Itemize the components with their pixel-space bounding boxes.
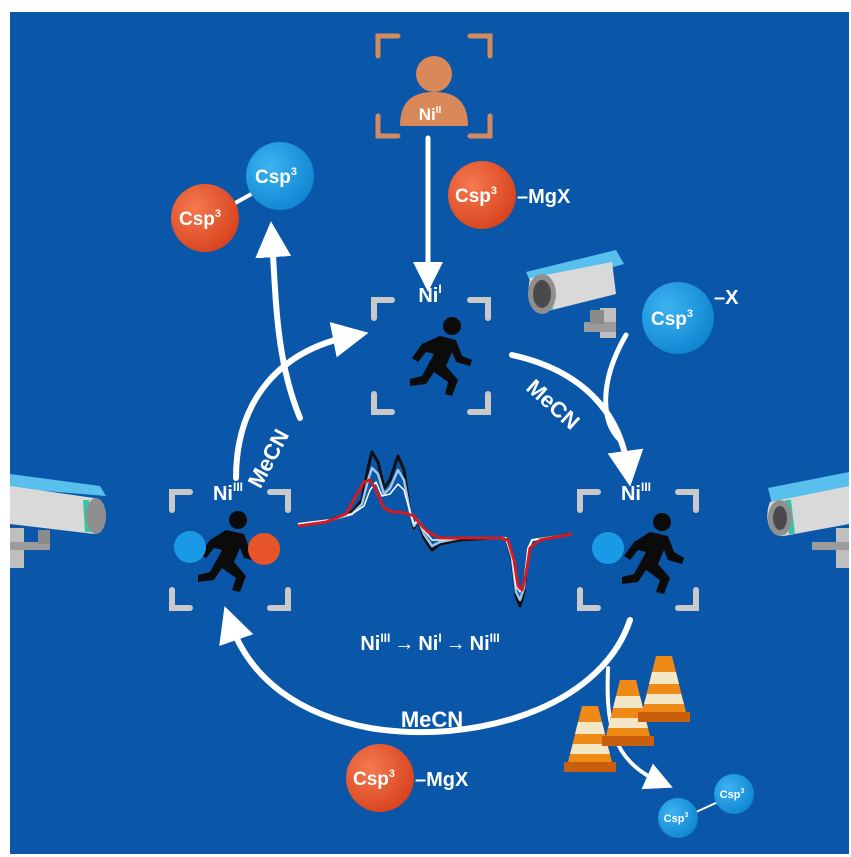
ni-ii-label: Ni <box>419 105 436 124</box>
alkyl-halide-reagent: Csp3 –X <box>642 282 739 354</box>
ni-i-complex: NiI <box>371 282 491 415</box>
gray-bracket-frame <box>577 489 699 611</box>
svg-text:Csp3: Csp3 <box>651 308 693 330</box>
gray-bracket-frame <box>371 297 491 415</box>
grignard-bottom-tail: –MgX <box>415 769 469 791</box>
traffic-cone-icon <box>564 656 690 772</box>
arrow-right-arc <box>509 352 644 487</box>
svg-text:Csp3: Csp3 <box>255 166 297 188</box>
security-camera-icon <box>767 472 849 568</box>
oxidation-state-sequence: NiIII→NiI→NiIII <box>360 631 499 655</box>
arrow-bottom-arc <box>219 606 633 736</box>
blue-ligand-ball <box>174 531 206 563</box>
product-coupled-small: Csp3 Csp3 <box>658 774 754 838</box>
runner-icon <box>198 511 262 592</box>
product-coupled-top: Csp3 Csp3 <box>171 142 314 252</box>
runner-icon <box>622 513 684 594</box>
mecn-bottom: MeCN <box>401 707 463 732</box>
blue-ligand-ball <box>592 532 624 564</box>
security-camera-icon <box>10 474 106 568</box>
orange-ligand-ball <box>248 533 280 565</box>
svg-text:NiI: NiI <box>418 282 441 307</box>
epr-spectrum <box>297 450 573 608</box>
user-icon <box>400 56 468 126</box>
svg-text:NiIII: NiIII <box>621 480 651 505</box>
grignard-top-tail: –MgX <box>517 186 571 208</box>
security-camera-icon <box>526 250 624 338</box>
cycle-arrows <box>219 135 673 790</box>
ni-ii-complex: NiII <box>375 33 493 139</box>
ni-iii-left-complex: NiIII <box>169 480 291 611</box>
ni-ii-sup: II <box>436 105 442 116</box>
svg-text:Csp3: Csp3 <box>664 812 689 825</box>
gray-bracket-frame <box>169 489 291 611</box>
arrow-left-arc <box>233 322 369 481</box>
runner-icon <box>410 317 472 396</box>
tan-bracket-frame <box>375 33 493 139</box>
svg-text:NiII: NiII <box>419 105 442 124</box>
epr-trace-red <box>297 478 573 592</box>
arrow-to-product <box>255 221 303 421</box>
arrow-halide-in <box>603 332 629 443</box>
svg-text:Csp3: Csp3 <box>353 768 395 790</box>
ni-iii-right-complex: NiIII <box>577 480 699 611</box>
reagent-grignard-bottom: Csp3 –MgX <box>346 744 469 812</box>
halide-tail: –X <box>714 287 739 309</box>
reagent-grignard-top: Csp3 –MgX <box>448 161 571 229</box>
svg-text:Csp3: Csp3 <box>720 788 745 801</box>
svg-text:Csp3: Csp3 <box>455 185 497 207</box>
svg-text:NiIII: NiIII <box>213 480 243 505</box>
svg-text:Csp3: Csp3 <box>179 208 221 230</box>
